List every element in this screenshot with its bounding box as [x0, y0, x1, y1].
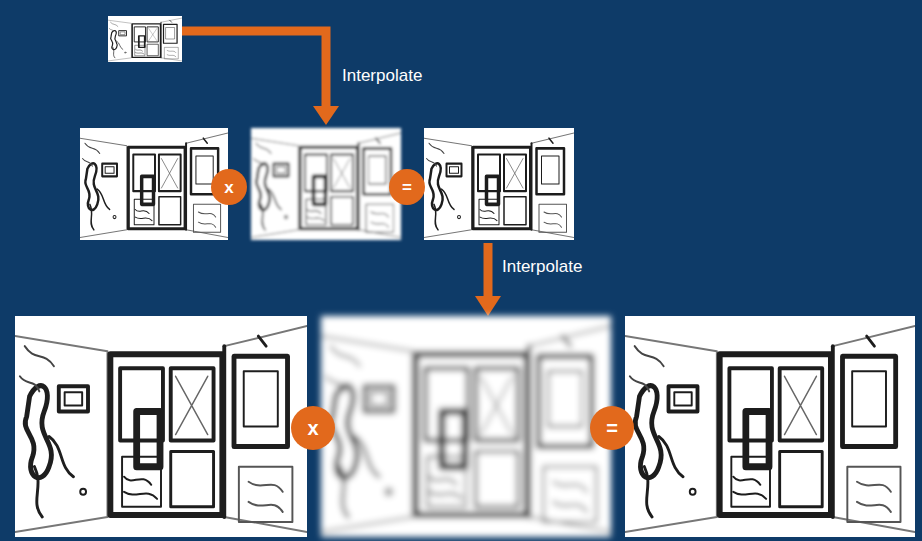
step-label: Interpolate: [342, 66, 422, 86]
result-image: [424, 128, 574, 240]
operator-symbol: x: [224, 179, 233, 196]
circle-fill: [211, 169, 247, 205]
circle-fill: [291, 406, 335, 450]
circle-fill: [590, 406, 634, 450]
detail-image: [80, 128, 228, 240]
blurred-image: [321, 316, 611, 537]
operator-circle: x: [291, 406, 335, 450]
operator-circle: =: [590, 406, 634, 450]
operator-circle: x: [211, 169, 247, 205]
coarse-image: [108, 16, 182, 62]
step-label: Interpolate: [502, 257, 582, 277]
interpolate-arrow: [484, 243, 493, 298]
detail-image: [15, 316, 307, 537]
operator-symbol: =: [402, 179, 412, 196]
operator-symbol: x: [307, 418, 318, 438]
blurred-image: [251, 128, 401, 240]
interpolate-arrow: [182, 31, 326, 108]
operator-symbol: =: [606, 418, 618, 438]
arrow-head: [475, 296, 501, 316]
arrow-head: [313, 106, 339, 125]
operator-circle: =: [389, 169, 425, 205]
circle-fill: [389, 169, 425, 205]
result-image: [625, 316, 915, 537]
